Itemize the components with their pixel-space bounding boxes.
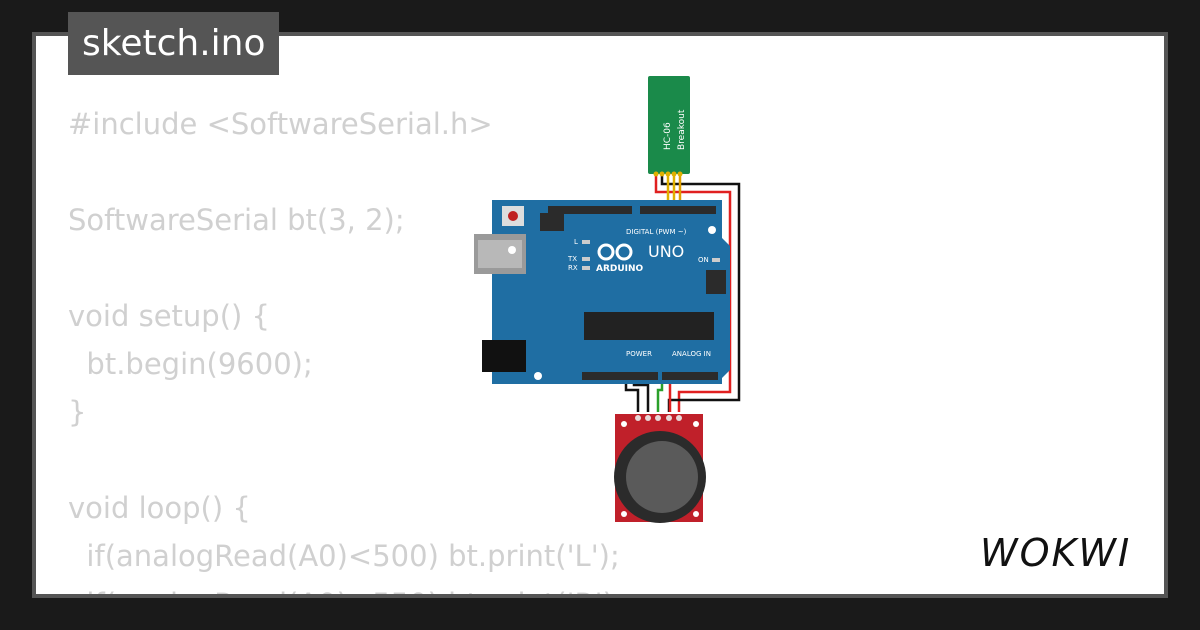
joystick-knob — [626, 441, 698, 513]
board-power-label: POWER — [626, 350, 652, 358]
code-line: } — [68, 395, 87, 429]
arduino-uno-board[interactable]: DIGITAL (PWM ~) UNO ARDUINO ON L TX RX P… — [474, 200, 730, 384]
board-l-label: L — [574, 238, 578, 246]
board-brand: ARDUINO — [596, 264, 644, 274]
power-jack — [482, 340, 526, 372]
board-on-label: ON — [698, 256, 709, 264]
arduino-infinity-icon — [597, 243, 633, 261]
code-line: void setup() { — [68, 299, 270, 333]
board-rx-label: RX — [568, 264, 578, 272]
board-digital-label: DIGITAL (PWM ~) — [626, 228, 687, 236]
icsp-header-side — [706, 270, 726, 294]
code-line: void loop() { — [68, 491, 251, 525]
atmega-chip — [584, 312, 714, 340]
hc06-subtitle: Breakout — [677, 109, 687, 150]
board-model: UNO — [648, 242, 684, 261]
status-leds — [582, 240, 720, 270]
sketch-title: sketch.ino — [68, 12, 280, 75]
analog-joystick[interactable] — [614, 414, 706, 523]
hc06-name: HC-06 — [663, 122, 673, 150]
hc06-pcb — [648, 76, 690, 174]
wokwi-logo: WOKWI — [980, 531, 1131, 575]
code-line: SoftwareSerial bt(3, 2); — [68, 203, 405, 237]
joystick-pins — [635, 415, 682, 421]
code-preview: #include <SoftwareSerial.h> SoftwareSeri… — [68, 100, 624, 594]
board-analog-label: ANALOG IN — [672, 350, 711, 358]
hc06-module[interactable]: HC-06 Breakout — [648, 76, 690, 177]
code-line: bt.begin(9600); — [68, 347, 313, 381]
hc06-pins — [653, 171, 683, 177]
code-line: if(analogRead(A0)>550) bt.print('R'); — [68, 580, 623, 594]
code-line: #include <SoftwareSerial.h> — [68, 107, 493, 141]
icsp-header-top — [540, 213, 564, 231]
header-digital-1 — [548, 206, 632, 214]
header-power — [582, 372, 658, 380]
board-tx-label: TX — [567, 255, 577, 263]
code-line: if(analogRead(A0)<500) bt.print('L'); — [68, 539, 620, 573]
header-digital-2 — [640, 206, 716, 214]
wokwi-logo-text: WOKWI — [980, 531, 1131, 575]
header-analog — [662, 372, 718, 380]
